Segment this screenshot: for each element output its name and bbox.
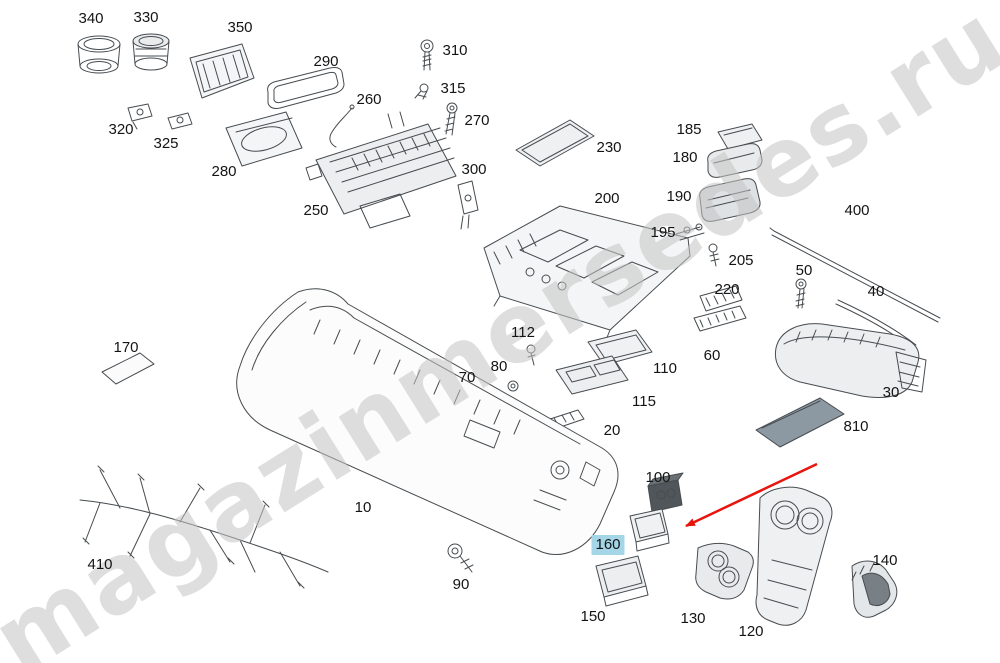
part-label-300[interactable]: 300 [461,161,487,178]
part-label-400[interactable]: 400 [844,202,870,219]
part-label-270[interactable]: 270 [464,112,490,129]
part-100-sketch [647,472,684,513]
part-label-100[interactable]: 100 [645,469,671,486]
part-label-325[interactable]: 325 [153,135,179,152]
part-label-350[interactable]: 350 [227,19,253,36]
part-10-sketch [236,288,619,555]
part-150-sketch [595,555,649,607]
part-290-sketch [267,67,345,109]
part-label-220[interactable]: 220 [714,281,740,298]
part-315-sketch [414,83,429,100]
part-label-40[interactable]: 40 [867,283,885,300]
part-300-sketch [457,180,479,230]
part-250-sketch [305,111,457,229]
part-label-110[interactable]: 110 [653,360,677,377]
part-195-sketch [675,223,705,241]
part-350-sketch [189,43,255,99]
part-260-sketch [329,104,355,148]
part-320-sketch [127,103,153,130]
part-label-80[interactable]: 80 [490,358,508,375]
part-185-sketch [717,123,763,150]
part-410-sketch [79,465,329,589]
part-190-sketch [699,178,761,222]
part-220-sketch [699,285,743,312]
part-label-185[interactable]: 185 [676,121,702,138]
part-label-410[interactable]: 410 [87,556,113,573]
part-label-140[interactable]: 140 [872,552,898,569]
part-30-sketch [774,323,927,398]
part-label-195[interactable]: 195 [650,224,676,241]
part-label-60[interactable]: 60 [703,347,721,364]
part-50-sketch [795,278,807,309]
part-label-280[interactable]: 280 [211,163,237,180]
part-label-115[interactable]: 115 [632,393,656,410]
part-160-sketch [629,508,670,552]
part-330-sketch [132,33,170,71]
part-label-150[interactable]: 150 [580,608,606,625]
part-label-130[interactable]: 130 [680,610,706,627]
part-90-sketch [447,543,474,573]
part-270-sketch [444,102,458,136]
part-60-sketch [693,305,747,332]
part-label-170[interactable]: 170 [113,339,139,356]
part-label-320[interactable]: 320 [108,121,134,138]
pointer-arrow [685,462,818,528]
part-label-205[interactable]: 205 [728,252,754,269]
part-80-sketch [507,380,519,392]
part-200-sketch [483,205,691,341]
part-140-sketch [851,560,898,618]
part-label-200[interactable]: 200 [594,190,620,207]
part-label-70[interactable]: 70 [458,369,476,386]
part-325-sketch [167,112,193,130]
part-115-sketch [555,355,629,395]
part-label-230[interactable]: 230 [596,139,622,156]
part-310-sketch [420,39,434,71]
part-label-112[interactable]: 112 [511,324,535,341]
part-230-sketch [515,119,595,167]
part-label-260[interactable]: 260 [356,91,382,108]
part-label-50[interactable]: 50 [795,262,813,279]
part-label-310[interactable]: 310 [442,42,468,59]
part-400-sketch [769,227,941,323]
part-label-330[interactable]: 330 [133,9,159,26]
pointer-arrow-line [685,462,818,528]
part-label-30[interactable]: 30 [882,384,900,401]
part-label-180[interactable]: 180 [672,149,698,166]
part-810-sketch [755,397,845,448]
part-170-sketch [101,352,155,385]
part-label-90[interactable]: 90 [452,576,470,593]
part-label-190[interactable]: 190 [666,188,692,205]
part-120-sketch [755,486,833,626]
part-205-sketch [708,243,720,267]
part-label-120[interactable]: 120 [738,623,764,640]
part-110-sketch [587,329,653,366]
part-112-sketch [526,344,536,366]
part-label-250[interactable]: 250 [303,202,329,219]
part-130-sketch [695,542,754,600]
part-label-290[interactable]: 290 [313,53,339,70]
part-label-315[interactable]: 315 [440,80,466,97]
part-340-sketch [77,35,121,74]
part-label-160[interactable]: 160 [591,535,625,555]
part-label-810[interactable]: 810 [843,418,869,435]
part-label-340[interactable]: 340 [78,10,104,27]
part-label-20[interactable]: 20 [603,422,621,439]
part-label-10[interactable]: 10 [354,499,372,516]
part-280-sketch [225,111,303,167]
part-180-sketch [707,143,763,178]
